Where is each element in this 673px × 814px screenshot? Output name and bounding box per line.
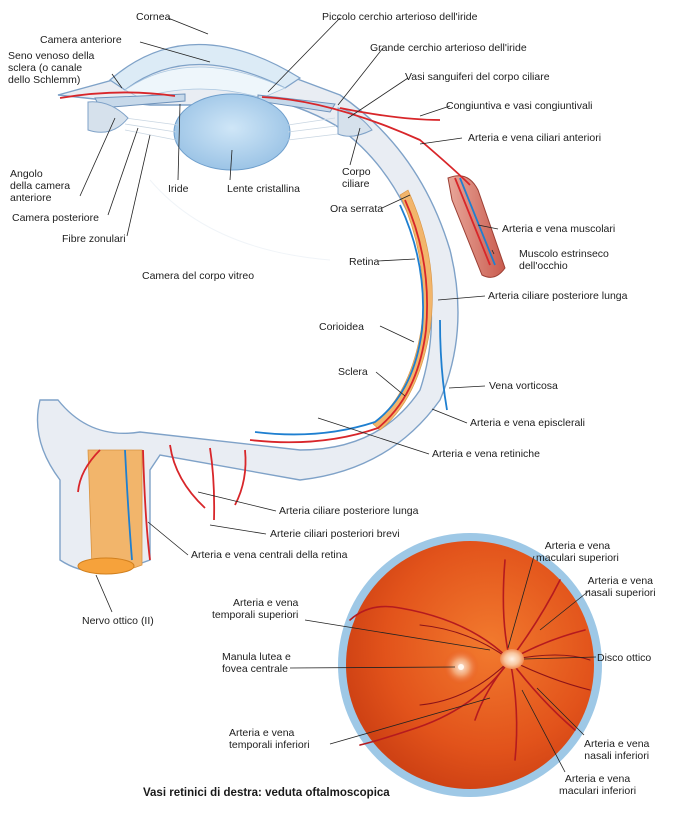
label-centrali-retina: Arteria e vena centrali della retina	[191, 549, 348, 561]
label-ciliari-brevi: Arterie ciliari posteriori brevi	[270, 528, 400, 540]
label-nasali-sup: Arteria e vena nasali superiori	[585, 575, 656, 599]
label-piccolo-cerchio: Piccolo cerchio arterioso dell'iride	[322, 11, 478, 23]
zonular-fibres	[124, 117, 339, 141]
optic-disc	[500, 649, 524, 669]
label-camera-vitreo: Camera del corpo vitreo	[142, 270, 255, 282]
label-seno-venoso: Seno venoso della sclera (o canale dello…	[8, 50, 95, 86]
label-ora-serrata: Ora serrata	[330, 203, 384, 215]
arteries	[59, 91, 491, 561]
label-camera-posteriore: Camera posteriore	[12, 212, 99, 224]
label-retiniche: Arteria e vena retiniche	[432, 448, 540, 460]
label-episclerali: Arteria e vena episclerali	[470, 417, 585, 429]
veins	[124, 177, 496, 561]
leader-lines	[79, 17, 597, 773]
label-camera-anteriore: Camera anteriore	[40, 34, 122, 46]
fundus-view	[338, 533, 602, 797]
ciliary-body-left	[87, 101, 129, 133]
label-grande-cerchio: Grande cerchio arterioso dell'iride	[370, 42, 527, 54]
label-temporali-inf: Arteria e vena temporali inferiori	[229, 727, 310, 751]
label-retina: Retina	[349, 256, 380, 268]
label-angolo: Angolo della camera anteriore	[10, 168, 71, 204]
label-sclera: Sclera	[338, 366, 368, 378]
label-muscolari: Arteria e vena muscolari	[502, 223, 616, 235]
optic-nerve-end	[77, 557, 135, 575]
label-cornea: Cornea	[136, 11, 171, 23]
lens	[173, 93, 291, 171]
anterior-chamber	[124, 66, 286, 99]
extrinsic-muscle	[447, 175, 506, 278]
label-iride: Iride	[168, 183, 189, 195]
label-fibre-zonulari: Fibre zonulari	[62, 233, 126, 245]
ciliary-body-right	[337, 107, 373, 137]
eye-cross-section	[36, 43, 506, 575]
label-disco: Disco ottico	[597, 652, 652, 664]
fovea	[458, 664, 464, 670]
label-macula: Manula lutea e fovea centrale	[222, 651, 291, 675]
label-nervo-ottico: Nervo ottico (II)	[82, 615, 154, 627]
label-corioidea: Corioidea	[319, 321, 364, 333]
label-congiuntiva: Congiuntiva e vasi congiuntivali	[446, 100, 593, 112]
label-maculari-sup: Arteria e vena maculari superiori	[536, 540, 619, 564]
label-ciliare-post-lunga-1: Arteria ciliare posteriore lunga	[488, 290, 628, 302]
optic-nerve	[87, 449, 143, 572]
label-nasali-inf: Arteria e vena nasali inferiori	[584, 738, 650, 762]
label-maculari-inf: Arteria e vena maculari inferiori	[559, 773, 637, 797]
fundus-caption: Vasi retinici di destra: veduta oftalmos…	[143, 787, 390, 799]
label-temporali-sup: Arteria e vena temporali superiori	[212, 597, 299, 621]
label-vasi-ciliare: Vasi sanguiferi del corpo ciliare	[405, 71, 550, 83]
label-vena-vorticosa: Vena vorticosa	[489, 380, 558, 392]
label-arteria-ciliari-anteriori: Arteria e vena ciliari anteriori	[468, 132, 602, 144]
label-ciliare-post-lunga-2: Arteria ciliare posteriore lunga	[279, 505, 419, 517]
label-lente: Lente cristallina	[227, 183, 300, 195]
vitreous-hint	[149, 179, 331, 261]
label-corpo-ciliare: Corpo ciliare	[342, 166, 371, 190]
label-muscolo: Muscolo estrinseco dell'occhio	[519, 248, 609, 272]
